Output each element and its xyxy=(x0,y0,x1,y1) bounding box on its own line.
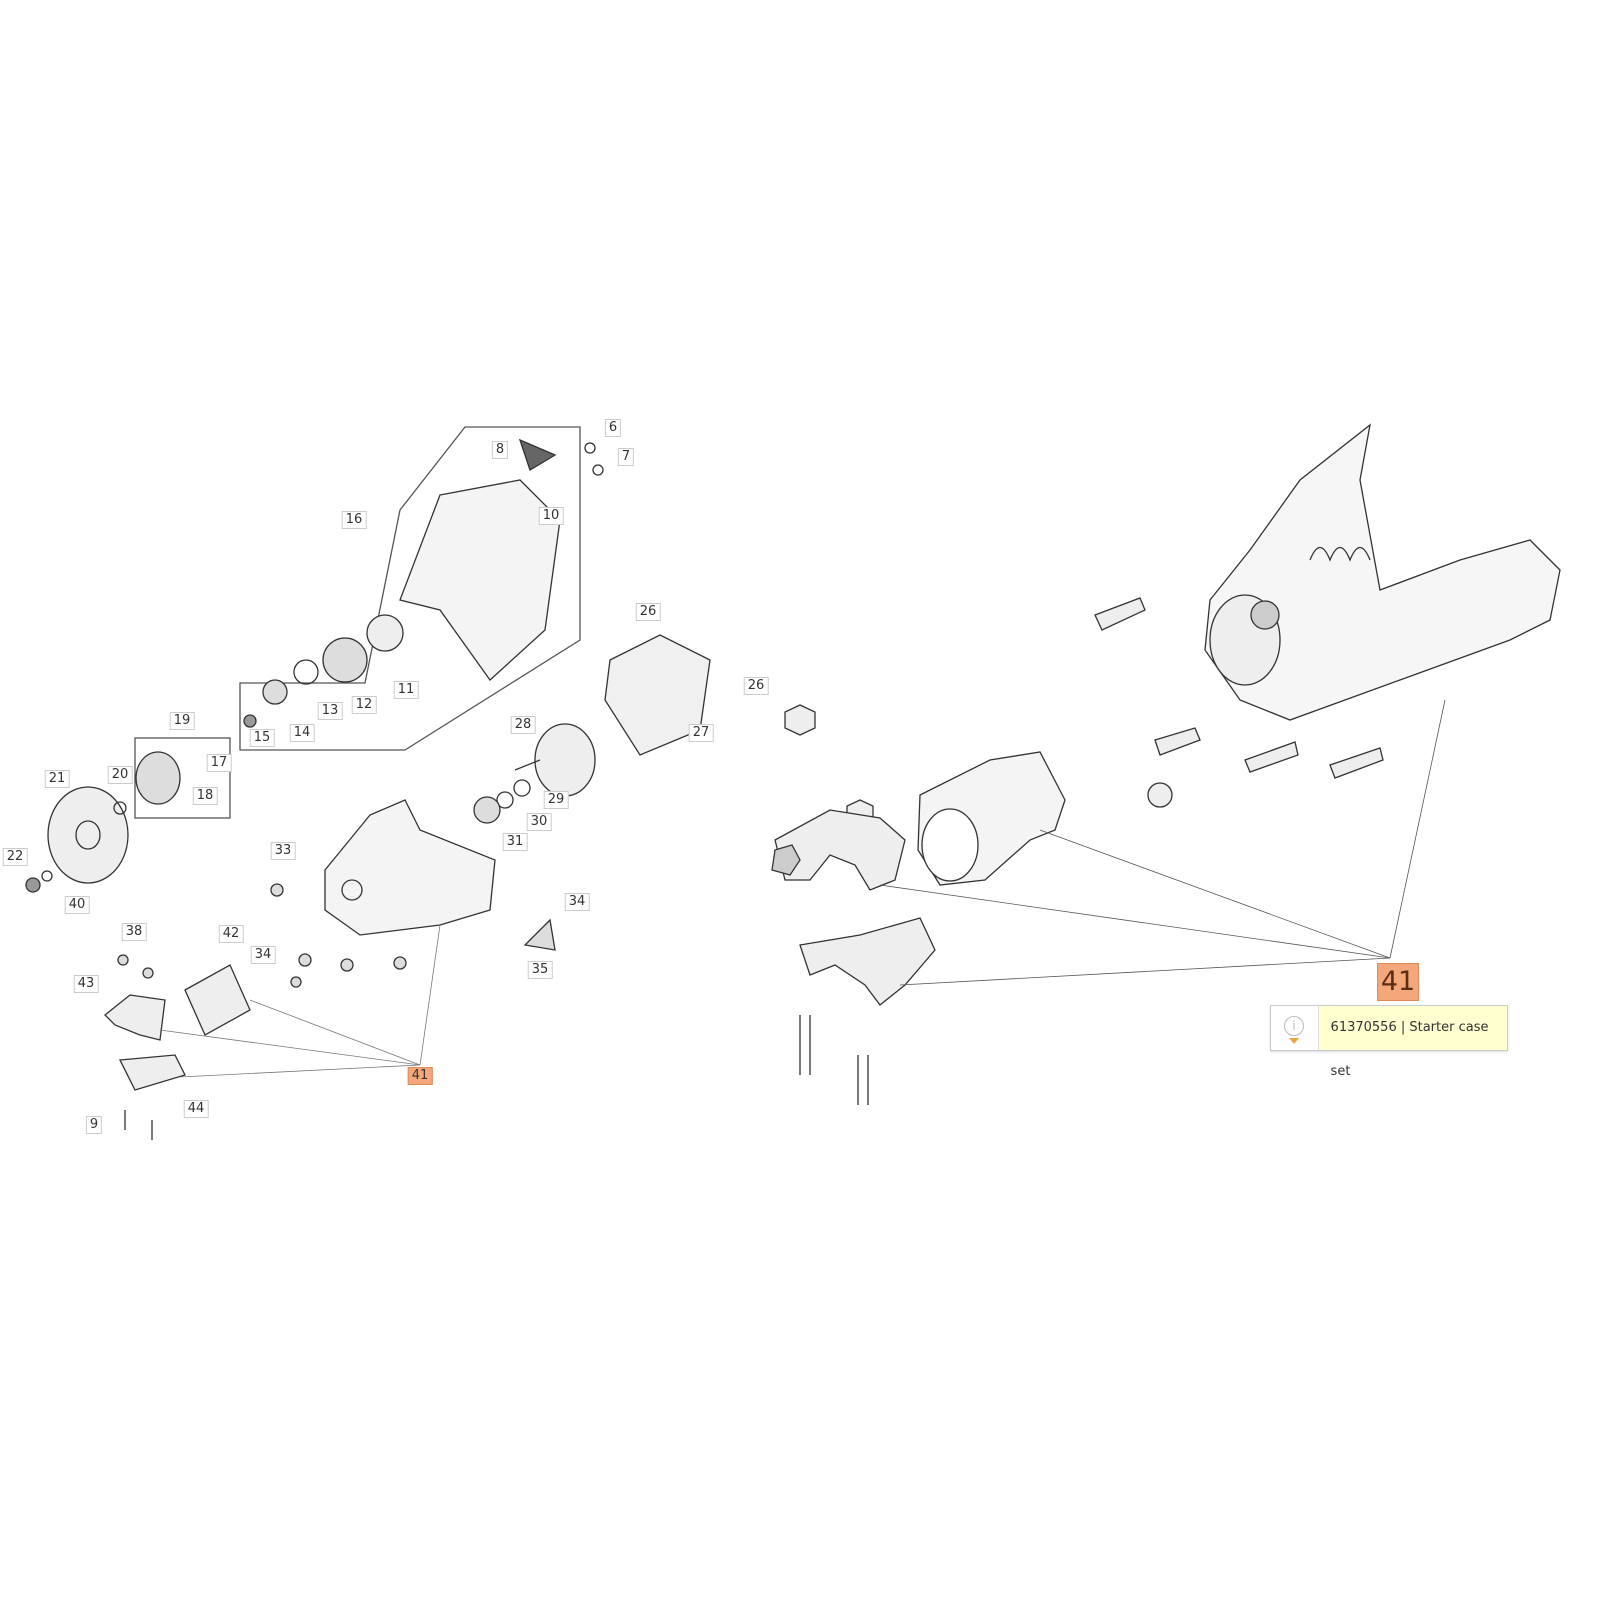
callout-35[interactable]: 35 xyxy=(527,961,553,979)
callout-19[interactable]: 19 xyxy=(169,712,195,730)
callout-31[interactable]: 31 xyxy=(502,833,528,851)
clamp-upper-small xyxy=(104,994,166,1041)
callout-20[interactable]: 20 xyxy=(107,766,133,784)
callout-30[interactable]: 30 xyxy=(526,813,552,831)
callout-14[interactable]: 14 xyxy=(289,724,315,742)
callout-10[interactable]: 10 xyxy=(538,507,564,525)
clutch-group-frame xyxy=(134,737,231,819)
callout-7[interactable]: 7 xyxy=(617,448,635,466)
callout-15[interactable]: 15 xyxy=(249,729,275,747)
callout-11[interactable]: 11 xyxy=(393,681,419,699)
gear-housing-small xyxy=(324,799,496,936)
tube-small xyxy=(184,964,251,1036)
callout-43[interactable]: 43 xyxy=(73,975,99,993)
callout-26[interactable]: 26 xyxy=(635,603,661,621)
callout-8[interactable]: 8 xyxy=(491,441,509,459)
starter-housing xyxy=(399,479,561,681)
info-icon: i xyxy=(1271,1006,1319,1050)
flywheel xyxy=(47,786,129,884)
clamp-lower-small xyxy=(118,1054,186,1091)
gear-housing-large xyxy=(1204,423,1561,721)
callout-44[interactable]: 44 xyxy=(183,1100,209,1118)
callout-33[interactable]: 33 xyxy=(270,842,296,860)
callout-34[interactable]: 34 xyxy=(564,893,590,911)
screw-large xyxy=(1094,597,1146,631)
callout-27[interactable]: 27 xyxy=(688,724,714,742)
callout-38[interactable]: 38 xyxy=(121,923,147,941)
callout-29[interactable]: 29 xyxy=(543,791,569,809)
callout-12[interactable]: 12 xyxy=(351,696,377,714)
callout-9[interactable]: 9 xyxy=(85,1116,103,1134)
starter-group-frame xyxy=(239,426,581,751)
callout-41-highlighted[interactable]: 41 xyxy=(407,1067,433,1085)
callout-17[interactable]: 17 xyxy=(206,754,232,772)
tooltip-text: 61370556 | Starter case set xyxy=(1330,1020,1489,1079)
callout-41-large[interactable]: 41 xyxy=(1377,963,1419,1001)
callout-34[interactable]: 34 xyxy=(250,946,276,964)
callout-21[interactable]: 21 xyxy=(44,770,70,788)
callout-26[interactable]: 26 xyxy=(743,677,769,695)
callout-16[interactable]: 16 xyxy=(341,511,367,529)
clamp-upper-large xyxy=(774,809,906,891)
callout-13[interactable]: 13 xyxy=(317,702,343,720)
callout-6[interactable]: 6 xyxy=(604,419,622,437)
clutch-drum xyxy=(534,723,596,797)
clamp-lower-large xyxy=(799,917,936,1006)
callout-28[interactable]: 28 xyxy=(510,716,536,734)
callout-22[interactable]: 22 xyxy=(2,848,28,866)
part-tooltip: i 61370556 | Starter case set xyxy=(1270,1005,1508,1079)
callout-18[interactable]: 18 xyxy=(192,787,218,805)
callout-42[interactable]: 42 xyxy=(218,925,244,943)
callout-40[interactable]: 40 xyxy=(64,896,90,914)
